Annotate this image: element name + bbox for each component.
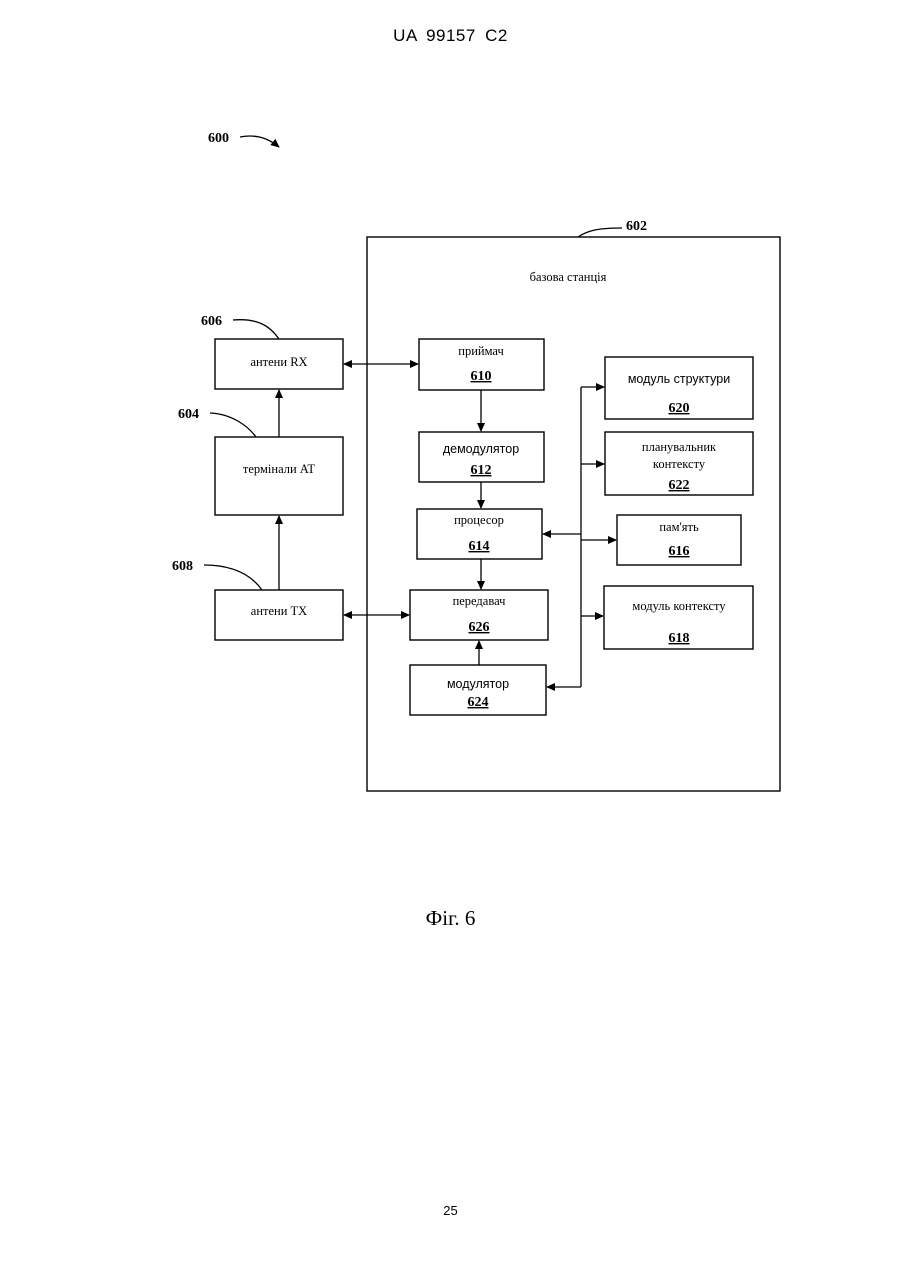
memory-number: 616	[669, 544, 690, 559]
processor-number: 614	[469, 539, 490, 554]
ref-606: 606	[201, 314, 222, 329]
ref-606-leader	[233, 320, 279, 339]
page-number: 25	[0, 1203, 901, 1218]
modulator-label: модулятор	[447, 677, 509, 691]
base-station-label: базова станція	[530, 270, 607, 284]
ref-604-leader	[210, 413, 256, 437]
tx-antennas-label: антени TX	[251, 604, 307, 618]
ref-600: 600	[208, 131, 229, 146]
ref-600-arrow	[240, 136, 279, 147]
context-scheduler-label-2: контексту	[653, 457, 706, 471]
context-module-number: 618	[669, 631, 690, 646]
transmitter-number: 626	[469, 620, 490, 635]
terminals-label: термінали AT	[243, 462, 315, 476]
ref-604: 604	[178, 407, 199, 422]
processor-label: процесор	[454, 513, 504, 527]
context-scheduler-number: 622	[669, 478, 690, 493]
context-module-label: модуль контексту	[632, 599, 726, 613]
structure-module-label: модуль структури	[628, 372, 730, 386]
ref-608-leader	[204, 565, 262, 590]
demodulator-number: 612	[471, 463, 492, 478]
receiver-label: приймач	[458, 344, 503, 358]
rx-antennas-label: антени RX	[250, 355, 307, 369]
memory-label: пам'ять	[659, 520, 699, 534]
ref-602: 602	[626, 219, 647, 234]
demodulator-label: демодулятор	[443, 442, 519, 456]
ref-602-leader	[578, 228, 622, 237]
receiver-number: 610	[471, 369, 492, 384]
block-terminals	[215, 437, 343, 515]
figure-caption: Фіг. 6	[0, 906, 901, 931]
ref-608: 608	[172, 559, 193, 574]
context-scheduler-label-1: планувальник	[642, 440, 717, 454]
structure-module-number: 620	[669, 401, 690, 416]
transmitter-label: передавач	[453, 594, 506, 608]
modulator-number: 624	[468, 695, 489, 710]
